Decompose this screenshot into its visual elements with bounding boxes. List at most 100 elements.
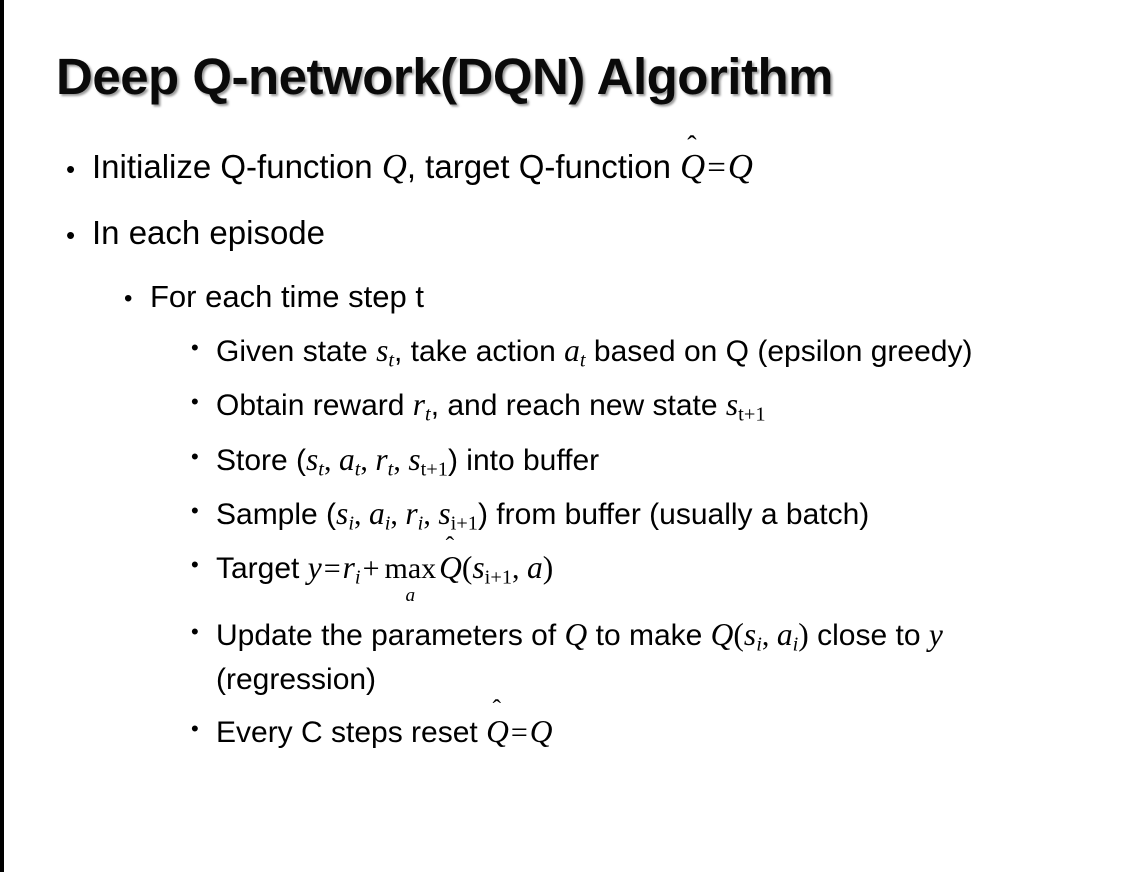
math-s-next: s: [408, 441, 421, 477]
bullet-marker-icon: •: [191, 335, 199, 360]
math-comma: ,: [423, 497, 439, 531]
math-r-subscript: t: [425, 403, 431, 426]
math-a-subscript: i: [792, 633, 799, 656]
math-comma: ,: [323, 443, 339, 477]
math-s: s: [376, 333, 389, 368]
math-r-subscript: i: [417, 512, 424, 535]
math-paren-close: ): [798, 616, 809, 652]
list-item-obtain-reward: • Obtain reward rt, and reach new state …: [0, 383, 1124, 429]
text-update-prefix: Update the parameters of: [216, 618, 565, 652]
list-item-text: Obtain reward rt, and reach new state st…: [216, 383, 1096, 429]
math-s: s: [306, 441, 319, 477]
list-item-in-each-episode: • In each episode: [0, 214, 1124, 252]
math-paren-close: ): [542, 550, 554, 586]
text-initialize-prefix: Initialize Q-function: [92, 148, 382, 185]
text-store-prefix: Store (: [216, 443, 307, 477]
math-comma: ,: [390, 497, 406, 531]
hat-accent-icon: ˆ: [687, 131, 697, 163]
math-s: s: [336, 495, 349, 531]
math-a-subscript: t: [354, 457, 361, 480]
math-q-hat-char: Q: [486, 713, 509, 749]
text-store-suffix: ) into buffer: [447, 443, 600, 477]
text-given-state-suffix: based on Q (epsilon greedy): [585, 335, 973, 368]
math-equals: =: [323, 552, 341, 586]
text-update-mid: to make: [587, 618, 711, 652]
text-obtain-mid: , and reach new state: [430, 389, 726, 423]
page-title: Deep Q-network(DQN) Algorithm: [56, 48, 833, 105]
math-q-rhs: Q: [529, 713, 553, 749]
math-a: a: [564, 333, 580, 368]
text-given-state-prefix: Given state: [216, 335, 377, 368]
list-item-store-tuple: • Store (st, at, rt, st+1) into buffer: [0, 438, 1124, 484]
bullet-marker-icon: •: [124, 285, 133, 312]
math-q-rhs: Q: [727, 148, 753, 186]
math-max-limit: a: [405, 584, 416, 606]
math-a: a: [338, 441, 355, 477]
list-item-given-state: • Given state st, take action at based o…: [0, 329, 1124, 375]
bullet-marker-icon: •: [191, 618, 199, 644]
bullet-marker-icon: •: [66, 154, 76, 184]
math-s-next-subscript: i+1: [450, 512, 478, 535]
bullet-marker-icon: •: [191, 715, 199, 741]
math-s-subscript: i+1: [484, 566, 513, 589]
list-item-initialize: • Initialize Q-function Q, target Q-func…: [0, 133, 1124, 187]
list-item-for-each-time-step: • For each time step t: [0, 279, 1124, 315]
text-given-state-mid: , take action: [394, 335, 565, 368]
math-r: r: [342, 550, 355, 586]
math-r: r: [375, 441, 388, 477]
math-r-subscript: t: [387, 457, 394, 480]
math-max-label: max: [384, 552, 437, 586]
list-item-text: In each episode: [92, 214, 326, 251]
text-obtain-prefix: Obtain reward: [216, 389, 413, 423]
bullet-marker-icon: •: [191, 497, 199, 523]
bullet-marker-icon: •: [191, 443, 199, 469]
math-comma: ,: [512, 552, 528, 586]
bullet-marker-icon: •: [191, 389, 199, 415]
list-item-text: Initialize Q-function Q, target Q-functi…: [92, 133, 1124, 187]
math-q-hat-char: Q: [439, 550, 462, 586]
math-s: s: [472, 550, 485, 586]
math-comma: ,: [353, 497, 369, 531]
text-update-suffix: (regression): [216, 663, 377, 697]
math-s-subscript: t+1: [738, 403, 766, 426]
math-q: Q: [564, 616, 588, 652]
text-update-close: close to: [808, 618, 929, 652]
math-r-subscript: i: [354, 566, 361, 589]
left-edge-bar: [0, 0, 4, 872]
text-sample-suffix: ) from buffer (usually a batch): [477, 497, 870, 531]
math-s-t: st: [376, 333, 394, 371]
math-s-subscript: t: [318, 457, 324, 480]
list-item-update-parameters: • Update the parameters of Q to make Q(s…: [0, 613, 1124, 702]
text-sample-prefix: Sample (: [216, 497, 337, 531]
math-s-next-subscript: t+1: [420, 457, 448, 480]
math-y: y: [307, 550, 322, 586]
bullet-list: • Initialize Q-function Q, target Q-func…: [0, 133, 1124, 762]
math-q: Q: [381, 148, 407, 186]
math-comma: ,: [393, 443, 409, 477]
math-equals: =: [707, 150, 726, 186]
text-initialize-mid: , target Q-function: [406, 148, 681, 185]
math-paren-open: (: [733, 616, 744, 652]
math-q-fn: Q: [710, 616, 734, 652]
math-s-subscript: i: [348, 512, 354, 535]
list-item-text: Store (st, at, rt, st+1) into buffer: [216, 438, 1096, 484]
list-item-text: Sample (si, ai, ri, si+1) from buffer (u…: [216, 492, 1096, 538]
math-r: r: [405, 495, 418, 531]
math-s-t-plus-1: st+1: [726, 387, 766, 425]
math-equals: =: [510, 715, 528, 749]
math-s-next: s: [438, 495, 451, 531]
math-r-t: rt: [413, 387, 431, 425]
hat-accent-icon: ˆ: [492, 694, 502, 724]
math-a: a: [776, 616, 793, 652]
text-reset-prefix: Every C steps reset: [216, 715, 487, 749]
math-s: s: [743, 616, 757, 652]
